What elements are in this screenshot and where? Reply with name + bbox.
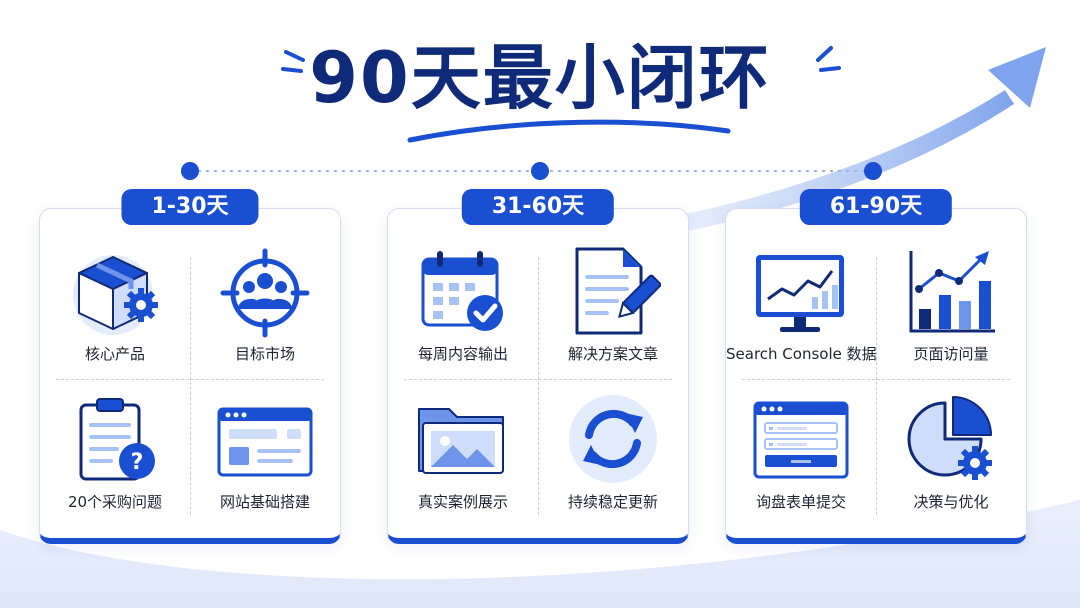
item-website-setup: 网站基础搭建 (190, 377, 340, 527)
item-search-console-data: Search Console 数据 (726, 229, 877, 379)
item-inquiry-forms: 询盘表单提交 (726, 377, 876, 527)
inquiry-form-icon (753, 401, 849, 479)
item-core-product: 核心产品 (40, 229, 190, 379)
timeline (181, 162, 882, 180)
page-title: 90天最小闭环 (309, 37, 771, 119)
svg-text:?: ? (131, 450, 144, 475)
title-sparkle-right (816, 46, 841, 72)
timeline-dot-1 (181, 162, 199, 180)
item-decision-optimization: 决策与优化 (876, 377, 1026, 527)
document-pen-icon (575, 247, 661, 335)
phase-card-3: 61-90天 Search Console 数据 (725, 189, 1027, 544)
monitor-chart-icon (756, 255, 844, 332)
timeline-dot-2 (531, 162, 549, 180)
item-page-views: 页面访问量 (876, 229, 1026, 379)
website-layout-icon (217, 407, 313, 477)
item-20-questions: ? 20个采购问题 (40, 377, 190, 527)
bottom-wave (0, 500, 1080, 608)
timeline-dot-3 (864, 162, 882, 180)
refresh-cycle-icon (569, 395, 657, 483)
calendar-check-icon (421, 251, 503, 331)
product-box-gear-icon (73, 255, 158, 335)
pie-gear-icon (907, 396, 992, 480)
phase-label: 31-60天 (461, 189, 615, 225)
target-audience-icon (220, 248, 310, 338)
phase-card-1: 1-30天 核心 (39, 189, 341, 544)
item-weekly-content: 每周内容输出 (388, 229, 538, 379)
phase-card-2: 31-60天 每周内容输出 (387, 189, 689, 544)
phase-label: 1-30天 (121, 189, 259, 225)
clipboard-question-icon: ? (79, 398, 155, 481)
bar-trend-chart-icon (909, 251, 995, 333)
title-sparkle-left (281, 50, 305, 73)
item-case-studies: 真实案例展示 (388, 377, 538, 527)
item-target-market: 目标市场 (190, 229, 340, 379)
phase-label: 61-90天 (799, 189, 953, 225)
folder-image-icon (418, 408, 504, 474)
title-underline (407, 119, 731, 143)
item-solution-articles: 解决方案文章 (538, 229, 688, 379)
item-stable-updates: 持续稳定更新 (538, 377, 688, 527)
growth-arrow-head (988, 47, 1046, 108)
